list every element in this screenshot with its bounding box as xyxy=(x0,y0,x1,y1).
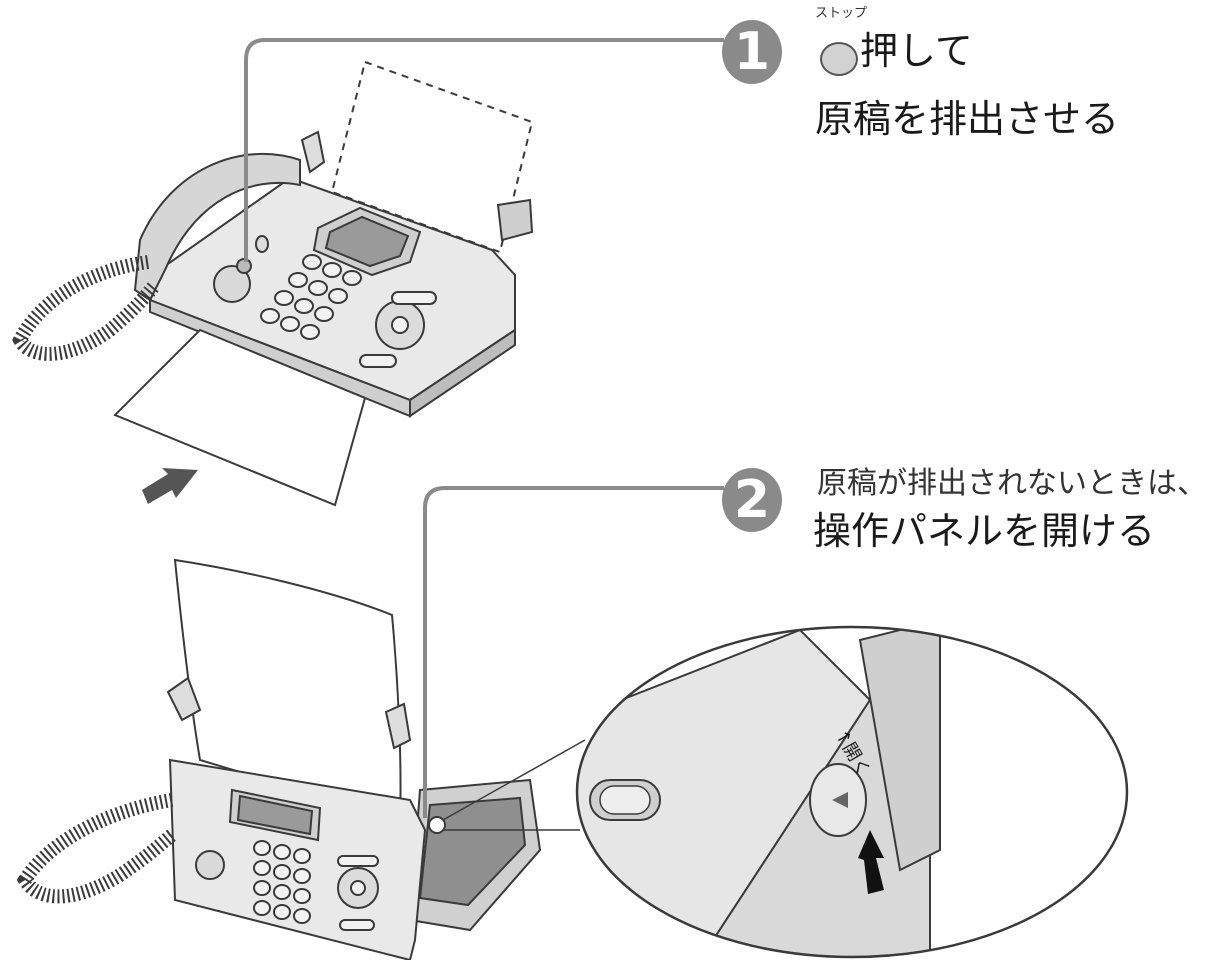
fax-machine-top xyxy=(133,60,534,418)
output-paper xyxy=(113,328,367,507)
stop-button-ruby: ストップ xyxy=(815,6,868,21)
step-2-badge: 2 xyxy=(722,468,782,532)
coiled-cord-top xyxy=(12,255,161,361)
coiled-cord-bottom xyxy=(16,793,177,904)
eject-arrow xyxy=(142,468,198,504)
step-2-line-1: 原稿が排出されないときは、 xyxy=(817,466,1207,501)
step-2-line-2: 操作パネルを開ける xyxy=(813,509,1156,553)
step-1-badge: 1 xyxy=(722,20,782,84)
dashed-paper-top xyxy=(330,60,534,254)
step-1-line-1: 押して xyxy=(860,29,973,73)
lever-bottom xyxy=(428,816,446,834)
callout-line-2 xyxy=(423,486,724,818)
step-1-line-2: 原稿を排出させる xyxy=(815,97,1120,141)
push-up-arrow xyxy=(858,830,884,894)
callout-line-1 xyxy=(244,38,724,262)
handset-top xyxy=(133,152,301,302)
zoom-detail xyxy=(577,627,1127,957)
stop-button-icon xyxy=(820,42,858,76)
fax-machine-bottom xyxy=(166,558,542,960)
